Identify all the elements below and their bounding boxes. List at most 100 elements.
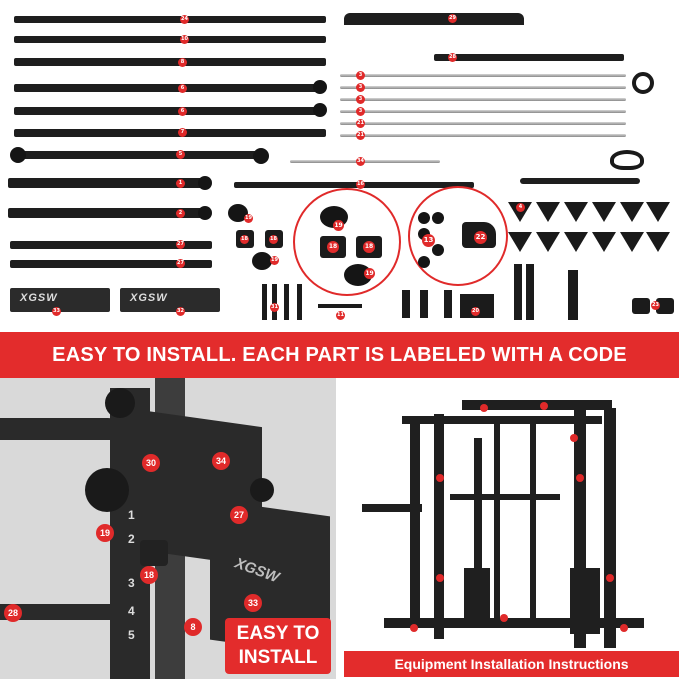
rod-3c	[340, 98, 626, 101]
bottom-panels: 1 2 3 4 5 XGSW 30 34 27 19 18 28 33 8 EA…	[0, 378, 679, 679]
part-code: 20	[471, 307, 480, 316]
foot-plate-23a	[632, 298, 650, 314]
landmine-arm	[568, 270, 578, 320]
rubber-foot	[432, 244, 444, 256]
part-code: 11	[336, 311, 345, 320]
column-number: 5	[128, 628, 135, 642]
frame-bar-28	[0, 604, 130, 620]
part-code: 8	[178, 58, 187, 67]
gusset-plate	[564, 202, 588, 222]
part-code: 2	[176, 209, 185, 218]
gusset-plate	[508, 232, 532, 252]
pulley-wheel	[228, 204, 248, 222]
cable-coil-icon	[632, 72, 654, 94]
part-code: 3	[356, 107, 365, 116]
upright-bar-2	[8, 208, 208, 218]
rubber-foot	[418, 212, 430, 224]
upright-bar-1	[8, 178, 208, 188]
part-code: 18	[269, 235, 278, 244]
machine-illustration	[362, 400, 644, 648]
gusset-plate	[592, 232, 616, 252]
long-bar-8	[14, 58, 326, 66]
column-number: 2	[128, 532, 135, 546]
j-hook-c	[444, 290, 452, 318]
closeup-photo: 1 2 3 4 5 XGSW 30 34 27 19 18 28 33 8 EA…	[0, 378, 336, 679]
part-code: 32	[176, 307, 185, 316]
part-code: 10	[180, 35, 189, 44]
part-code: 5	[176, 150, 185, 159]
rod-34	[290, 160, 440, 163]
part-code: 16	[356, 180, 365, 189]
rubber-foot	[418, 256, 430, 268]
part-code: 28	[448, 53, 457, 62]
part-code: 6	[178, 84, 187, 93]
banner-text: EASY TO INSTALL. EACH PART IS LABELED WI…	[52, 344, 627, 366]
d-handle-icon	[610, 150, 644, 170]
assembled-machine-photo: Equipment Installation Instructions	[344, 378, 679, 679]
part-code: 3	[356, 83, 365, 92]
bar-28	[434, 54, 624, 61]
t-handle-11	[318, 304, 362, 308]
post-31b	[272, 284, 277, 320]
rod-3a	[340, 74, 626, 77]
lat-bar	[520, 178, 640, 184]
part-code: 4	[516, 203, 525, 212]
part-code: 30	[142, 454, 160, 472]
bar-end-cap	[198, 176, 212, 190]
part-code: 23	[651, 301, 660, 310]
weight-pin	[140, 540, 168, 566]
pulley-wheel	[85, 468, 129, 512]
parts-layout: 24 10 8 6 6 7 5 1 2 27 27 XGSW 33 XGSW 3…	[0, 0, 679, 332]
part-code: 1	[176, 179, 185, 188]
long-bar-5	[14, 151, 260, 159]
long-bar-6b	[14, 107, 320, 115]
part-code: 22	[474, 231, 487, 244]
part-code: 19	[333, 220, 344, 231]
part-code: 19	[270, 256, 279, 265]
part-code: 6	[178, 107, 187, 116]
rod-3d	[340, 110, 626, 113]
instructions-caption: Equipment Installation Instructions	[344, 651, 679, 677]
rod-21a	[340, 122, 626, 125]
part-code: 27	[176, 240, 185, 249]
part-code: 7	[178, 128, 187, 137]
arch-bar-29	[344, 13, 524, 25]
pulley-wheel-top	[105, 388, 135, 418]
gusset-plate	[564, 232, 588, 252]
pulley-wheel-right	[250, 478, 274, 502]
gusset-plate	[508, 202, 532, 222]
long-bar-24	[14, 16, 326, 23]
bar-end-cap	[313, 103, 327, 117]
short-bar-27b	[10, 260, 212, 268]
pulley-wheel	[252, 252, 272, 270]
easy-install-badge: EASY TO INSTALL	[225, 618, 331, 674]
part-code: 27	[176, 259, 185, 268]
part-code: 19	[244, 214, 253, 223]
part-code: 13	[422, 234, 435, 247]
part-code: 18	[240, 235, 249, 244]
part-code: 21	[356, 131, 365, 140]
badge-line: EASY TO	[236, 623, 320, 644]
part-code: 8	[184, 618, 202, 636]
gusset-plate	[536, 202, 560, 222]
label-banner: EASY TO INSTALL. EACH PART IS LABELED WI…	[0, 332, 679, 378]
column-number: 4	[128, 604, 135, 618]
gusset-plate	[646, 232, 670, 252]
post-31a	[262, 284, 267, 320]
bar-end-cap	[313, 80, 327, 94]
long-bar-10	[14, 36, 326, 43]
long-bar-6a	[14, 84, 320, 92]
part-code: 19	[364, 268, 375, 279]
part-code: 33	[244, 594, 262, 612]
part-code: 21	[356, 119, 365, 128]
top-curved-bar	[0, 418, 130, 440]
column-number: 3	[128, 576, 135, 590]
part-code: 34	[356, 157, 365, 166]
part-code: 33	[52, 307, 61, 316]
brand-plate: XGSW	[120, 288, 220, 312]
part-code: 18	[140, 566, 158, 584]
gusset-plate	[620, 232, 644, 252]
part-code: 19	[96, 524, 114, 542]
bar-end-cap	[253, 148, 269, 164]
part-code: 3	[356, 71, 365, 80]
